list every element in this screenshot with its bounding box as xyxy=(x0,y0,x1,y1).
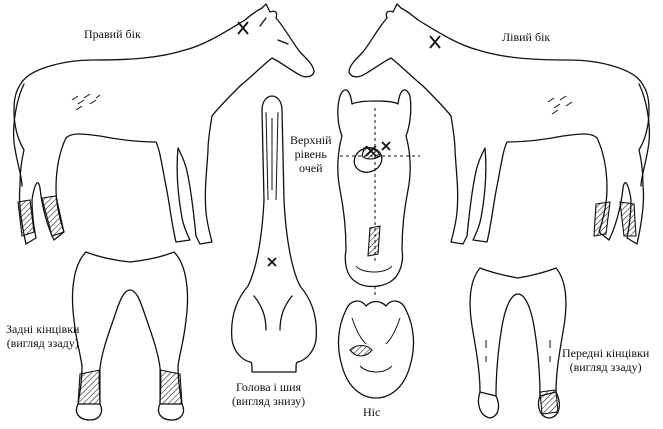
label-right-side-text: Правий бік xyxy=(84,27,141,41)
label-hind-limbs: Задні кінцівки (вигляд ззаду) xyxy=(6,322,79,350)
label-head-neck-line-1: Голова і шия xyxy=(236,380,302,394)
label-head-neck-line-2: (вигляд знизу) xyxy=(232,394,306,408)
label-fore-limbs-line-2: (вигляд ззаду) xyxy=(569,360,642,374)
label-nose: Ніс xyxy=(363,405,380,419)
hind-limbs-rear xyxy=(71,251,189,421)
cross-mark-icon xyxy=(267,257,277,267)
cross-mark-icon xyxy=(365,145,377,157)
head-neck-below xyxy=(230,95,318,373)
label-nose-text: Ніс xyxy=(363,405,381,419)
cross-mark-icon xyxy=(237,21,249,35)
label-head-neck-below: Голова і шия (вигляд знизу) xyxy=(232,380,305,408)
nose-view xyxy=(337,300,415,399)
label-left-side: Лівий бік xyxy=(502,30,550,44)
label-eye-line-2: рівень xyxy=(294,147,327,161)
label-fore-limbs: Передні кінцівки (вигляд ззаду) xyxy=(562,346,649,374)
label-right-side: Правий бік xyxy=(84,27,141,41)
label-eye-line-1: Верхній xyxy=(290,133,332,147)
fore-limbs-rear xyxy=(469,267,567,419)
label-hind-limbs-line-2: (вигляд ззаду) xyxy=(6,336,79,350)
whorl-icon xyxy=(349,344,373,357)
label-hind-limbs-line-1: Задні кінцівки xyxy=(6,322,80,336)
face-front xyxy=(337,89,420,298)
cross-mark-icon xyxy=(429,35,441,49)
horse-left-side xyxy=(348,3,651,245)
horse-right-side xyxy=(12,3,315,245)
cross-mark-icon xyxy=(381,141,391,151)
label-left-side-text: Лівий бік xyxy=(502,30,551,44)
label-upper-eye-level: Верхній рівень очей xyxy=(290,133,332,175)
label-fore-limbs-line-1: Передні кінцівки xyxy=(562,346,650,360)
label-eye-line-3: очей xyxy=(299,161,323,175)
